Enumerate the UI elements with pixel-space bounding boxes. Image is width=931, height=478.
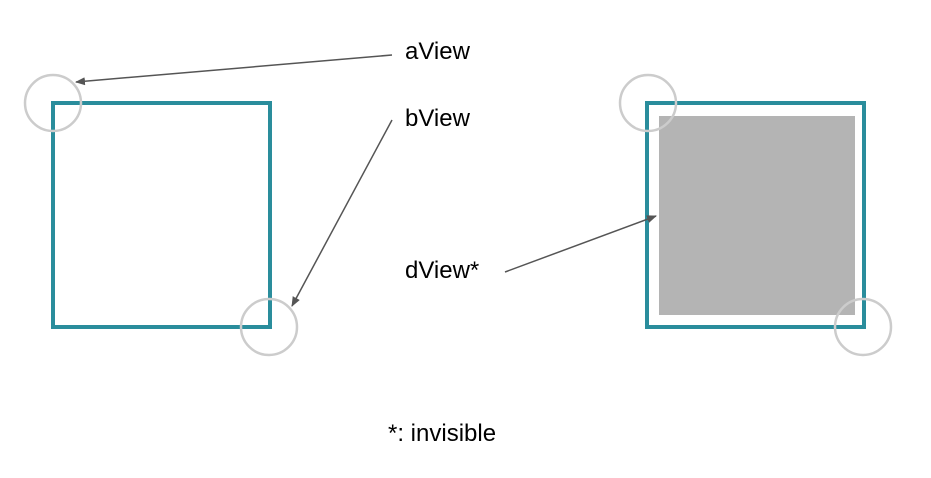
- right-view-frame: [645, 101, 866, 329]
- d-view-label: dView*: [405, 257, 479, 284]
- d-view-arrow: [504, 215, 657, 273]
- left-view-frame: [51, 101, 272, 329]
- right-top-handle: [618, 73, 678, 133]
- footnote-label: *: invisible: [388, 420, 496, 447]
- left-bottom-handle: [239, 297, 299, 357]
- b-view-label: bView: [405, 105, 471, 132]
- b-view-arrow: [291, 119, 393, 307]
- d-view-fill: [659, 116, 855, 315]
- left-view-group: [23, 73, 299, 357]
- left-top-handle: [23, 73, 83, 133]
- right-bottom-handle: [833, 297, 893, 357]
- a-view-arrow: [75, 54, 393, 86]
- right-view-group: [618, 73, 893, 357]
- a-view-label: aView: [405, 38, 471, 65]
